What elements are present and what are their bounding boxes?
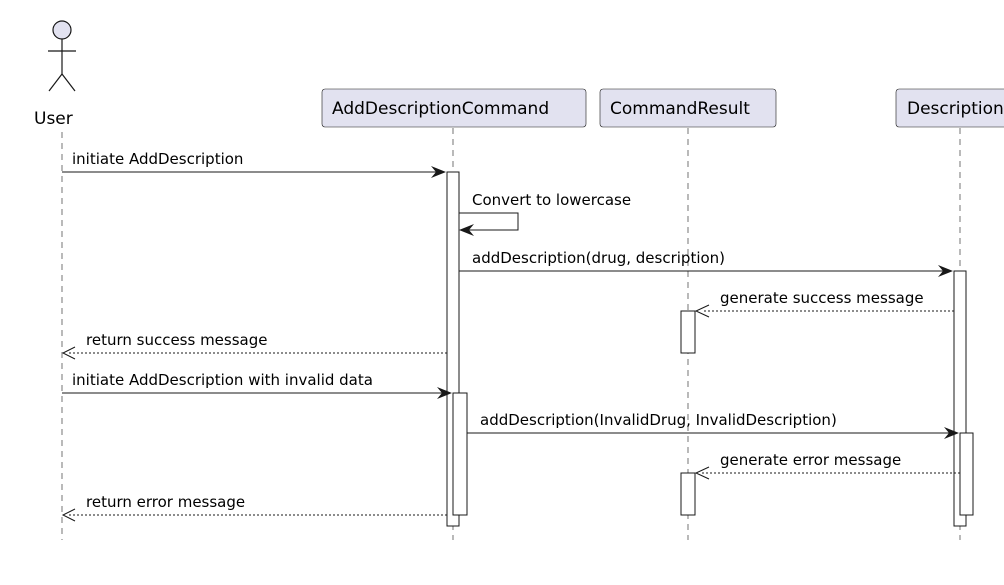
message-initiate-add-description: initiate AddDescription: [62, 150, 446, 178]
message-initiate-add-description-invalid: initiate AddDescription with invalid dat…: [62, 371, 452, 399]
arrowhead-icon: [431, 166, 446, 178]
participant-description: Description: [895, 88, 1004, 128]
message-label: generate success message: [720, 289, 924, 307]
message-label: Convert to lowercase: [472, 191, 631, 209]
participant-description-label: Description: [907, 99, 1004, 119]
message-return-success-message: return success message: [61, 331, 447, 360]
activation-description-2: [959, 432, 974, 516]
message-label: return error message: [86, 493, 245, 511]
participant-command-result-label: CommandResult: [610, 99, 750, 119]
message-label: addDescription(InvalidDrug, InvalidDescr…: [480, 411, 837, 429]
message-label: generate error message: [720, 451, 901, 469]
participant-command-result: CommandResult: [599, 88, 777, 128]
message-add-description-invalid: addDescription(InvalidDrug, InvalidDescr…: [467, 411, 959, 439]
message-add-description: addDescription(drug, description): [459, 249, 953, 277]
message-label: initiate AddDescription with invalid dat…: [72, 371, 373, 389]
message-label: return success message: [86, 331, 268, 349]
arrowhead-icon: [694, 466, 710, 480]
participant-user-label: User: [34, 109, 73, 129]
arrowhead-icon: [938, 265, 953, 277]
message-generate-error-message: generate error message: [694, 451, 960, 480]
message-label: initiate AddDescription: [72, 150, 243, 168]
message-generate-success-message: generate success message: [694, 289, 954, 318]
activation-command-result-1: [680, 310, 696, 354]
message-return-error-message: return error message: [61, 493, 447, 522]
participant-add-description-command: AddDescriptionCommand: [321, 88, 587, 128]
message-convert-to-lowercase: Convert to lowercase: [459, 191, 631, 236]
arrowhead-icon: [61, 508, 76, 522]
arrowhead-icon: [459, 224, 474, 236]
user-actor-icon: [48, 20, 76, 92]
message-label: addDescription(drug, description): [472, 249, 725, 267]
activation-add-description-command-2: [452, 392, 468, 516]
arrowhead-icon: [694, 304, 710, 318]
arrowhead-icon: [61, 346, 76, 360]
activation-command-result-2: [680, 472, 696, 516]
arrowhead-icon: [437, 387, 452, 399]
arrowhead-icon: [944, 427, 959, 439]
participant-add-description-command-label: AddDescriptionCommand: [332, 99, 549, 119]
